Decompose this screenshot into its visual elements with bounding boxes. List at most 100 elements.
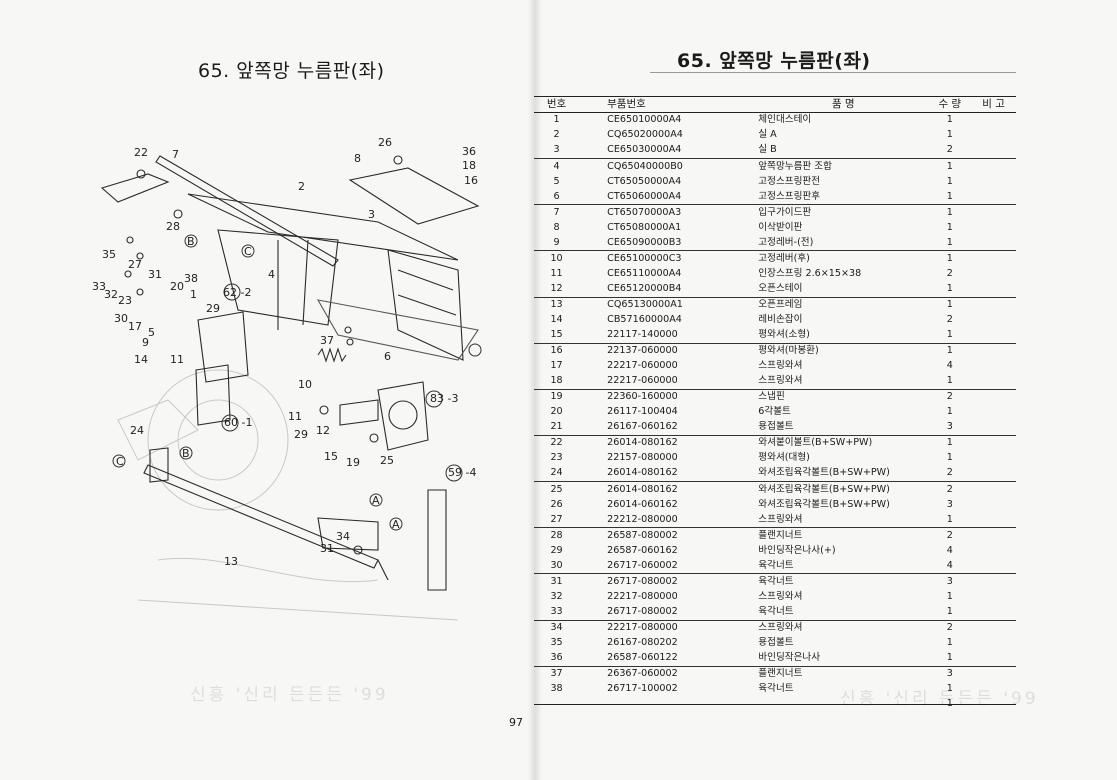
row-remarks <box>971 389 1016 405</box>
row-quantity: 1 <box>946 114 953 126</box>
row-number: 29 <box>550 544 563 556</box>
row-part-number: 22217-080000 <box>607 621 678 633</box>
header-remarks: 비 고 <box>971 96 1016 113</box>
row-part-number: CT65050000A4 <box>607 175 682 187</box>
row-part-name: 육각너트 <box>744 604 929 621</box>
row-part-name: 스프링와셔 <box>758 621 803 633</box>
row-number: 5 <box>553 175 560 187</box>
row-quantity: 4 <box>946 544 953 556</box>
row-quantity: 1 <box>928 327 972 344</box>
row-number: 36 <box>534 650 580 667</box>
row-part-name: 입구가이드판 <box>758 206 812 218</box>
row-number: 33 <box>534 604 580 621</box>
callout-26: 26 <box>378 136 392 149</box>
row-part-name: 와셔조립육각볼트(B+SW+PW) <box>758 483 890 495</box>
table-row: 5 CT65050000A4 고정스프링판전 1 <box>534 174 1016 189</box>
row-quantity: 1 <box>946 437 953 449</box>
row-quantity: 2 <box>946 529 953 541</box>
row-remarks <box>971 589 1016 604</box>
row-part-name: 앞쪽망누름판 조합 <box>758 160 832 172</box>
row-number: 26 <box>550 498 563 510</box>
row-number: 8 <box>553 221 560 233</box>
row-part-number: CE65100000C3 <box>607 252 682 264</box>
parts-table-header: 번호 부품번호 품 명 수 량 비 고 <box>534 96 1016 113</box>
row-remarks <box>971 574 1016 590</box>
callout-14: 14 <box>134 353 148 366</box>
row-remarks <box>971 466 1016 483</box>
callout-15: 15 <box>324 450 338 463</box>
row-quantity: 2 <box>946 313 953 325</box>
callout-59-4: 59 -4 <box>448 466 476 479</box>
row-part-number: 22360-160000 <box>607 391 678 403</box>
row-part-name: 체인대스테이 <box>758 114 812 126</box>
row-quantity: 1 <box>946 206 953 218</box>
row-number: 32 <box>550 590 563 602</box>
row-part-name: 고정스프링판전 <box>758 175 821 187</box>
row-part-name: 스프링와셔 <box>758 360 803 372</box>
row-part-number: 26587-080002 <box>607 529 678 541</box>
row-quantity: 2 <box>946 483 953 495</box>
row-quantity: 3 <box>928 419 972 436</box>
row-quantity: 3 <box>946 575 953 587</box>
row-remarks <box>971 373 1016 390</box>
row-part-name: 인장스프링 2.6×15×38 <box>758 267 862 279</box>
row-quantity: 2 <box>946 621 953 633</box>
right-ghost-text: 신흥 '신리 든든든 '99 <box>840 689 1039 709</box>
callout-6: 6 <box>384 350 391 363</box>
row-part-number: 26014-080162 <box>607 483 678 495</box>
row-number: 30 <box>534 558 580 575</box>
callout-18: 18 <box>462 159 476 172</box>
row-part-number: 22117-140000 <box>579 327 745 344</box>
row-part-number: 22157-080000 <box>607 452 678 464</box>
row-part-name: 6각볼트 <box>758 406 791 418</box>
row-remarks <box>971 251 1016 267</box>
row-quantity: 4 <box>928 558 972 575</box>
row-remarks <box>971 666 1016 682</box>
row-remarks <box>971 235 1016 252</box>
row-number: 6 <box>534 189 580 206</box>
row-number: 4 <box>553 160 560 172</box>
row-part-number: CQ65020000A4 <box>607 129 683 141</box>
row-remarks <box>971 343 1016 359</box>
row-number: 10 <box>550 252 563 264</box>
row-remarks <box>971 220 1016 235</box>
row-part-name: 육각너트 <box>744 558 929 575</box>
row-quantity: 1 <box>946 160 953 172</box>
row-quantity: 2 <box>946 267 953 279</box>
row-part-number: 26717-060002 <box>579 558 745 575</box>
row-quantity: 1 <box>946 175 953 187</box>
row-part-number: 22217-080000 <box>607 590 678 602</box>
row-part-name: 이삭받이판 <box>758 221 803 233</box>
row-quantity: 1 <box>928 697 971 712</box>
callout-25: 25 <box>380 454 394 467</box>
callout-12: 12 <box>316 424 330 437</box>
right-page-title: 65. 앞쪽망 누름판(좌) <box>677 50 871 72</box>
callout-B2: B <box>182 447 190 460</box>
callout-27: 27 <box>128 258 142 271</box>
row-part-number: 22137-060000 <box>607 345 678 357</box>
row-number: 31 <box>550 575 563 587</box>
row-number: 27 <box>534 512 580 529</box>
callout-16: 16 <box>464 174 478 187</box>
row-part-name: 용접볼트 <box>744 419 929 436</box>
row-quantity: 1 <box>946 345 953 357</box>
row-quantity: 4 <box>946 360 953 372</box>
row-quantity: 1 <box>946 298 953 310</box>
row-remarks <box>971 327 1016 344</box>
row-part-number: 26717-080002 <box>579 604 745 621</box>
callout-13: 13 <box>224 555 238 568</box>
row-quantity: 1 <box>946 221 953 233</box>
row-quantity: 1 <box>946 683 953 695</box>
left-page: 65. 앞쪽망 누름판(좌) <box>0 0 540 780</box>
